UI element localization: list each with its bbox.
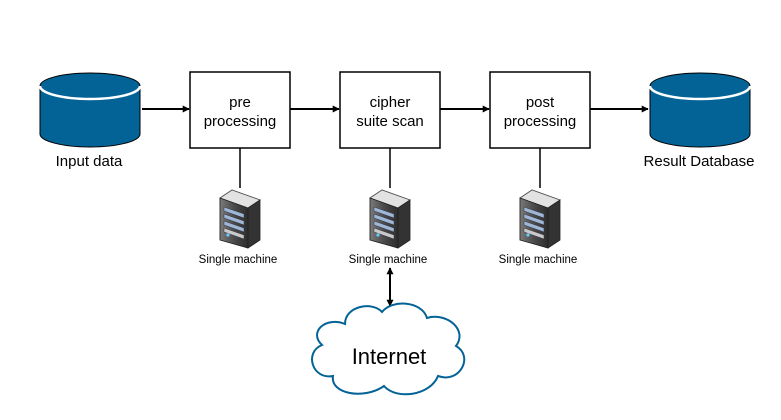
database-icon: [38, 72, 142, 148]
pre-processing-server: Single machine: [199, 189, 278, 266]
cloud-icon: [311, 302, 466, 396]
input-database: Input data: [38, 72, 142, 170]
result-database: Result Database: [644, 72, 755, 170]
server-icon: [219, 189, 261, 249]
server-icon: [369, 189, 411, 249]
scan-server-label: Single machine: [349, 254, 428, 266]
internet-label: Internet: [352, 344, 427, 369]
cipher-suite-scan-label-line2: suite scan: [356, 113, 424, 130]
post-processing-node: post processing: [489, 71, 591, 149]
post-processing-label-line1: post: [526, 94, 555, 111]
server-icon: [519, 189, 561, 249]
post-processing-label-line2: processing: [504, 113, 577, 130]
post-processing-server: Single machine: [499, 189, 578, 266]
post-server-label: Single machine: [499, 254, 578, 266]
input-data-label: Input data: [56, 153, 123, 170]
cipher-suite-scan-server: Single machine: [349, 189, 428, 266]
result-database-label: Result Database: [644, 153, 755, 170]
pre-processing-label-line2: processing: [204, 113, 277, 130]
pre-server-label: Single machine: [199, 254, 278, 266]
internet-cloud: Internet: [311, 302, 466, 396]
database-icon: [648, 72, 752, 148]
pre-processing-label-line1: pre: [229, 94, 251, 111]
cipher-suite-scan-node: cipher suite scan: [339, 71, 441, 149]
pre-processing-node: pre processing: [189, 71, 291, 149]
cipher-suite-scan-label-line1: cipher: [370, 94, 411, 111]
